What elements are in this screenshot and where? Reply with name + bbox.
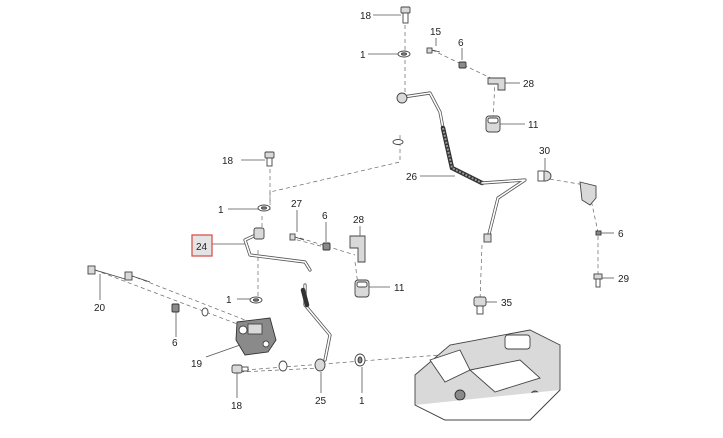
bracket-28-mid bbox=[349, 235, 366, 263]
callout-26: 26 bbox=[406, 172, 418, 183]
callout-24[interactable]: 24 bbox=[196, 242, 208, 253]
clamp-11-mid bbox=[354, 279, 370, 298]
washer-1-low bbox=[249, 296, 263, 304]
callout-1-mid: 1 bbox=[218, 205, 224, 216]
callout-11-top: 11 bbox=[528, 120, 539, 131]
bracket-right bbox=[579, 181, 597, 206]
callout-18-mid: 18 bbox=[222, 156, 234, 167]
callout-29: 29 bbox=[618, 274, 630, 285]
callout-6-top: 6 bbox=[458, 38, 464, 49]
bolt-18-mid bbox=[264, 151, 275, 167]
callout-28-top: 28 bbox=[523, 79, 535, 90]
callout-20: 20 bbox=[94, 303, 106, 314]
callout-24-highlight-box[interactable] bbox=[191, 234, 213, 257]
nut-6-mid bbox=[322, 242, 331, 251]
fuel-line-26 bbox=[396, 91, 527, 243]
bracket-28-top bbox=[487, 77, 506, 91]
callout-19: 19 bbox=[191, 359, 203, 370]
callout-labels: 18 1 15 6 28 11 30 18 26 1 27 6 28 6 24 … bbox=[94, 11, 630, 412]
fuel-line-24 bbox=[243, 227, 312, 272]
callout-28-mid: 28 bbox=[353, 215, 365, 226]
assembly-guide-lines bbox=[94, 18, 599, 373]
clamp-11-top bbox=[485, 115, 501, 133]
callout-18-bot: 18 bbox=[231, 401, 243, 412]
screw-27 bbox=[289, 233, 305, 241]
callout-35: 35 bbox=[501, 298, 513, 309]
leader-lines bbox=[99, 14, 614, 398]
engine-block bbox=[414, 329, 561, 421]
bolt-18-top bbox=[400, 6, 411, 24]
bolt-18-bot bbox=[231, 364, 249, 374]
washer-1-mid bbox=[257, 204, 271, 212]
callout-25: 25 bbox=[315, 396, 327, 407]
nut-6-top bbox=[458, 61, 467, 69]
washers-bottom bbox=[278, 353, 366, 372]
bolt-20 bbox=[87, 265, 151, 283]
callout-27: 27 bbox=[291, 199, 303, 210]
fitting-35 bbox=[473, 296, 487, 315]
washer-1-top-line bbox=[392, 139, 404, 145]
callout-6-mid: 6 bbox=[322, 211, 328, 222]
callout-1-low: 1 bbox=[226, 295, 232, 306]
washer-1-top bbox=[397, 50, 411, 58]
callout-18-top: 18 bbox=[360, 11, 372, 22]
screw-29 bbox=[593, 273, 603, 288]
callout-30: 30 bbox=[539, 146, 551, 157]
nut-6-low bbox=[171, 303, 209, 317]
callout-6-low: 6 bbox=[172, 338, 178, 349]
callout-11-mid: 11 bbox=[394, 283, 405, 294]
callout-1-bot: 1 bbox=[359, 396, 365, 407]
callout-6-right: 6 bbox=[618, 229, 624, 240]
screw-15 bbox=[426, 47, 441, 54]
pump-19 bbox=[235, 317, 277, 356]
nut-6-right bbox=[595, 230, 602, 236]
fitting-30 bbox=[537, 170, 552, 182]
callout-1-top: 1 bbox=[360, 50, 366, 61]
fuel-line-25 bbox=[300, 283, 332, 372]
callout-15: 15 bbox=[430, 27, 442, 38]
